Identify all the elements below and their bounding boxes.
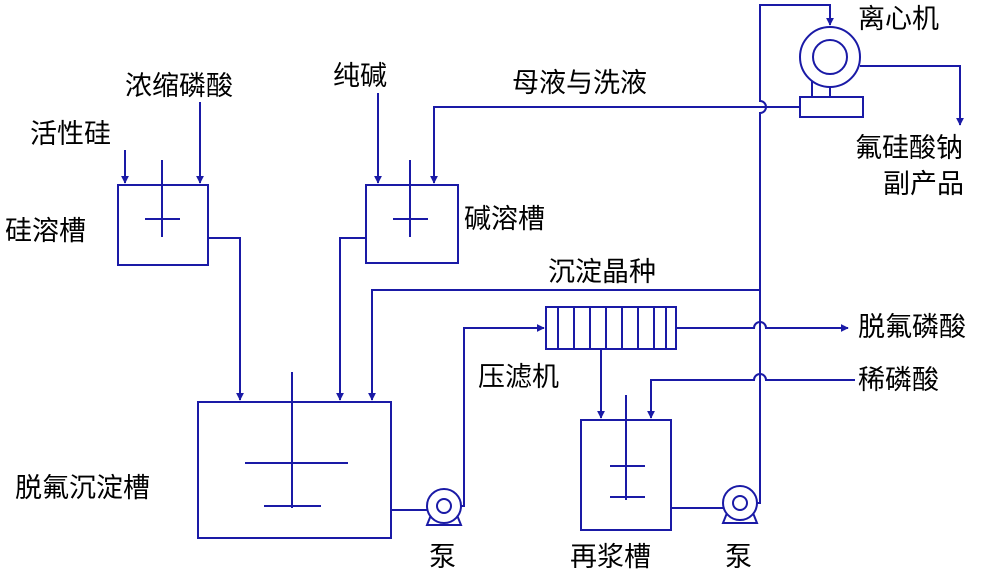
label-alkali-tank: 碱溶槽 bbox=[464, 204, 545, 235]
label-defluor-acid: 脱氟磷酸 bbox=[858, 312, 966, 343]
pipe-silica-to-settler bbox=[208, 237, 244, 401]
label-conc-phosphoric: 浓缩磷酸 bbox=[125, 71, 233, 102]
pipe-pump-to-filter bbox=[461, 324, 545, 507]
label-dilute-acid: 稀磷酸 bbox=[858, 365, 939, 396]
reslurry-tank bbox=[580, 395, 672, 531]
label-pump-2: 泵 bbox=[725, 542, 752, 573]
silica-dissolving-tank bbox=[117, 160, 209, 266]
label-active-silica: 活性硅 bbox=[30, 119, 111, 150]
label-reslurry-tank: 再浆槽 bbox=[570, 542, 651, 573]
pump-2-icon bbox=[721, 485, 759, 524]
label-defluor-tank: 脱氟沉淀槽 bbox=[15, 473, 150, 504]
pipe-dilute-acid bbox=[647, 373, 855, 419]
label-byproduct-line2: 副产品 bbox=[883, 169, 964, 200]
pipe-defluor-acid bbox=[676, 321, 849, 332]
label-filter-press: 压滤机 bbox=[478, 362, 559, 393]
pump-1-icon bbox=[425, 488, 463, 526]
label-soda-ash: 纯碱 bbox=[333, 61, 387, 92]
alkali-dissolving-tank bbox=[365, 160, 459, 264]
pipe-mother-liquor bbox=[430, 106, 800, 184]
pipe-seed-crystal bbox=[368, 289, 760, 401]
label-centrifuge: 离心机 bbox=[858, 4, 939, 35]
pipe-alkali-to-settler bbox=[336, 237, 366, 401]
pipe-pump-to-centrifuge bbox=[757, 4, 834, 504]
centrifuge-icon bbox=[799, 26, 864, 118]
label-mother-wash: 母液与洗液 bbox=[512, 68, 647, 99]
pipe-centrifuge-to-byproduct bbox=[860, 65, 964, 126]
filter-press bbox=[545, 306, 677, 350]
label-pump-1: 泵 bbox=[429, 542, 456, 573]
label-silica-tank: 硅溶槽 bbox=[5, 216, 86, 247]
defluorination-settling-tank bbox=[197, 372, 392, 539]
label-seed: 沉淀晶种 bbox=[548, 257, 656, 288]
label-byproduct-line1: 氟硅酸钠 bbox=[855, 133, 963, 164]
